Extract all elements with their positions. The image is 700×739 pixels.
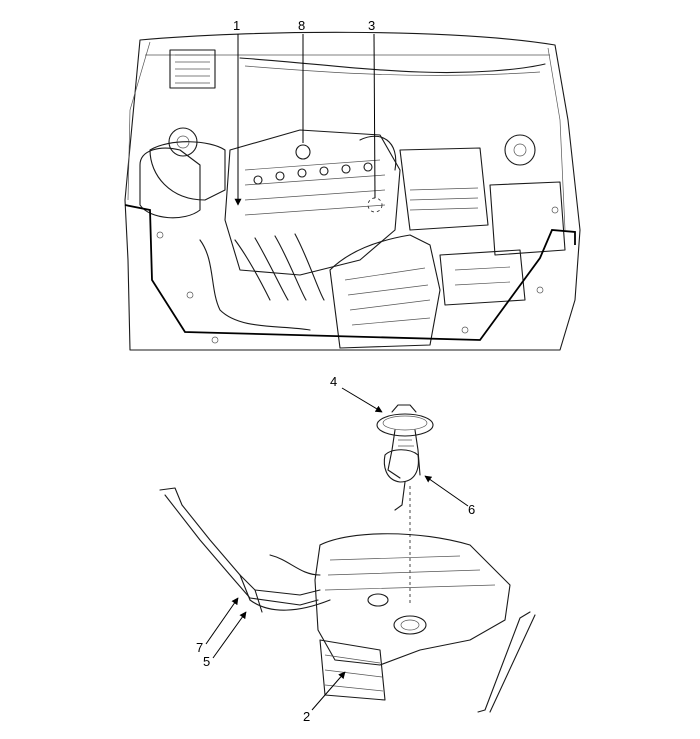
fuel-pump-assembly [376, 404, 434, 511]
callout-label: 8 [298, 18, 305, 33]
callout-label: 2 [303, 709, 310, 724]
callout-3: 3 [368, 18, 376, 199]
callout-label: 7 [196, 640, 203, 655]
engine-bay-illustration [124, 31, 581, 351]
fuel-tank-illustration [159, 487, 536, 713]
callout-label: 6 [468, 502, 475, 517]
callout-1: 1 [233, 18, 242, 206]
callout-label: 5 [203, 654, 210, 669]
callout-2: 2 [303, 671, 346, 724]
callout-8: 8 [298, 18, 305, 143]
callout-5: 5 [203, 611, 247, 669]
callout-label: 3 [368, 18, 375, 33]
callout-6: 6 [424, 475, 475, 517]
callout-7: 7 [196, 597, 239, 655]
callout-label: 4 [330, 374, 337, 389]
callout-label: 1 [233, 18, 240, 33]
callout-4: 4 [330, 374, 383, 413]
